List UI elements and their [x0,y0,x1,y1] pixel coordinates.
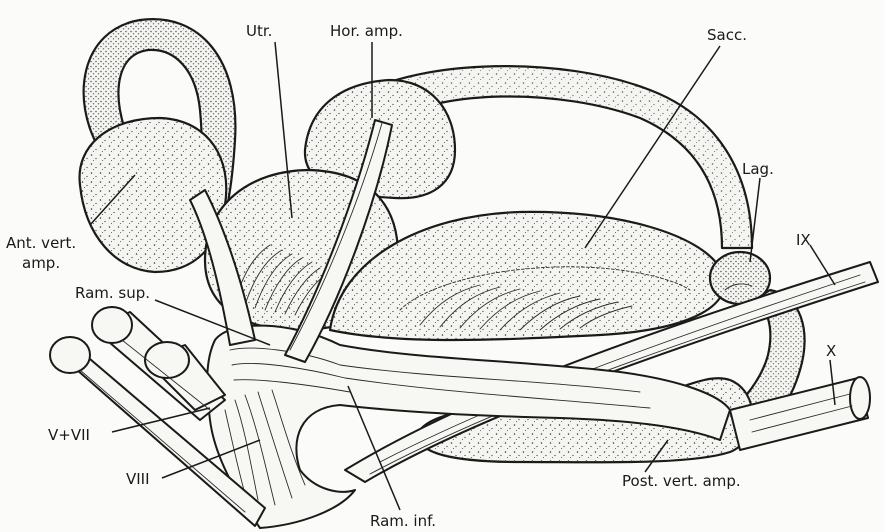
label-viii: VIII [126,470,150,488]
label-ant-vert-line1: Ant. vert. [6,234,76,252]
label-ix: IX [796,231,811,249]
label-ram-inf: Ram. inf. [370,512,436,530]
label-sacc: Sacc. [707,26,747,44]
leader-lag [750,178,760,262]
label-utr: Utr. [246,22,272,40]
label-post-vert-amp: Post. vert. amp. [622,472,741,490]
label-ram-sup: Ram. sup. [75,284,150,302]
label-x: X [826,342,836,360]
label-lag: Lag. [742,160,774,178]
label-ant-vert-line2: amp. [22,254,60,272]
label-v-vii: V+VII [48,426,90,444]
label-hor-amp: Hor. amp. [330,22,403,40]
